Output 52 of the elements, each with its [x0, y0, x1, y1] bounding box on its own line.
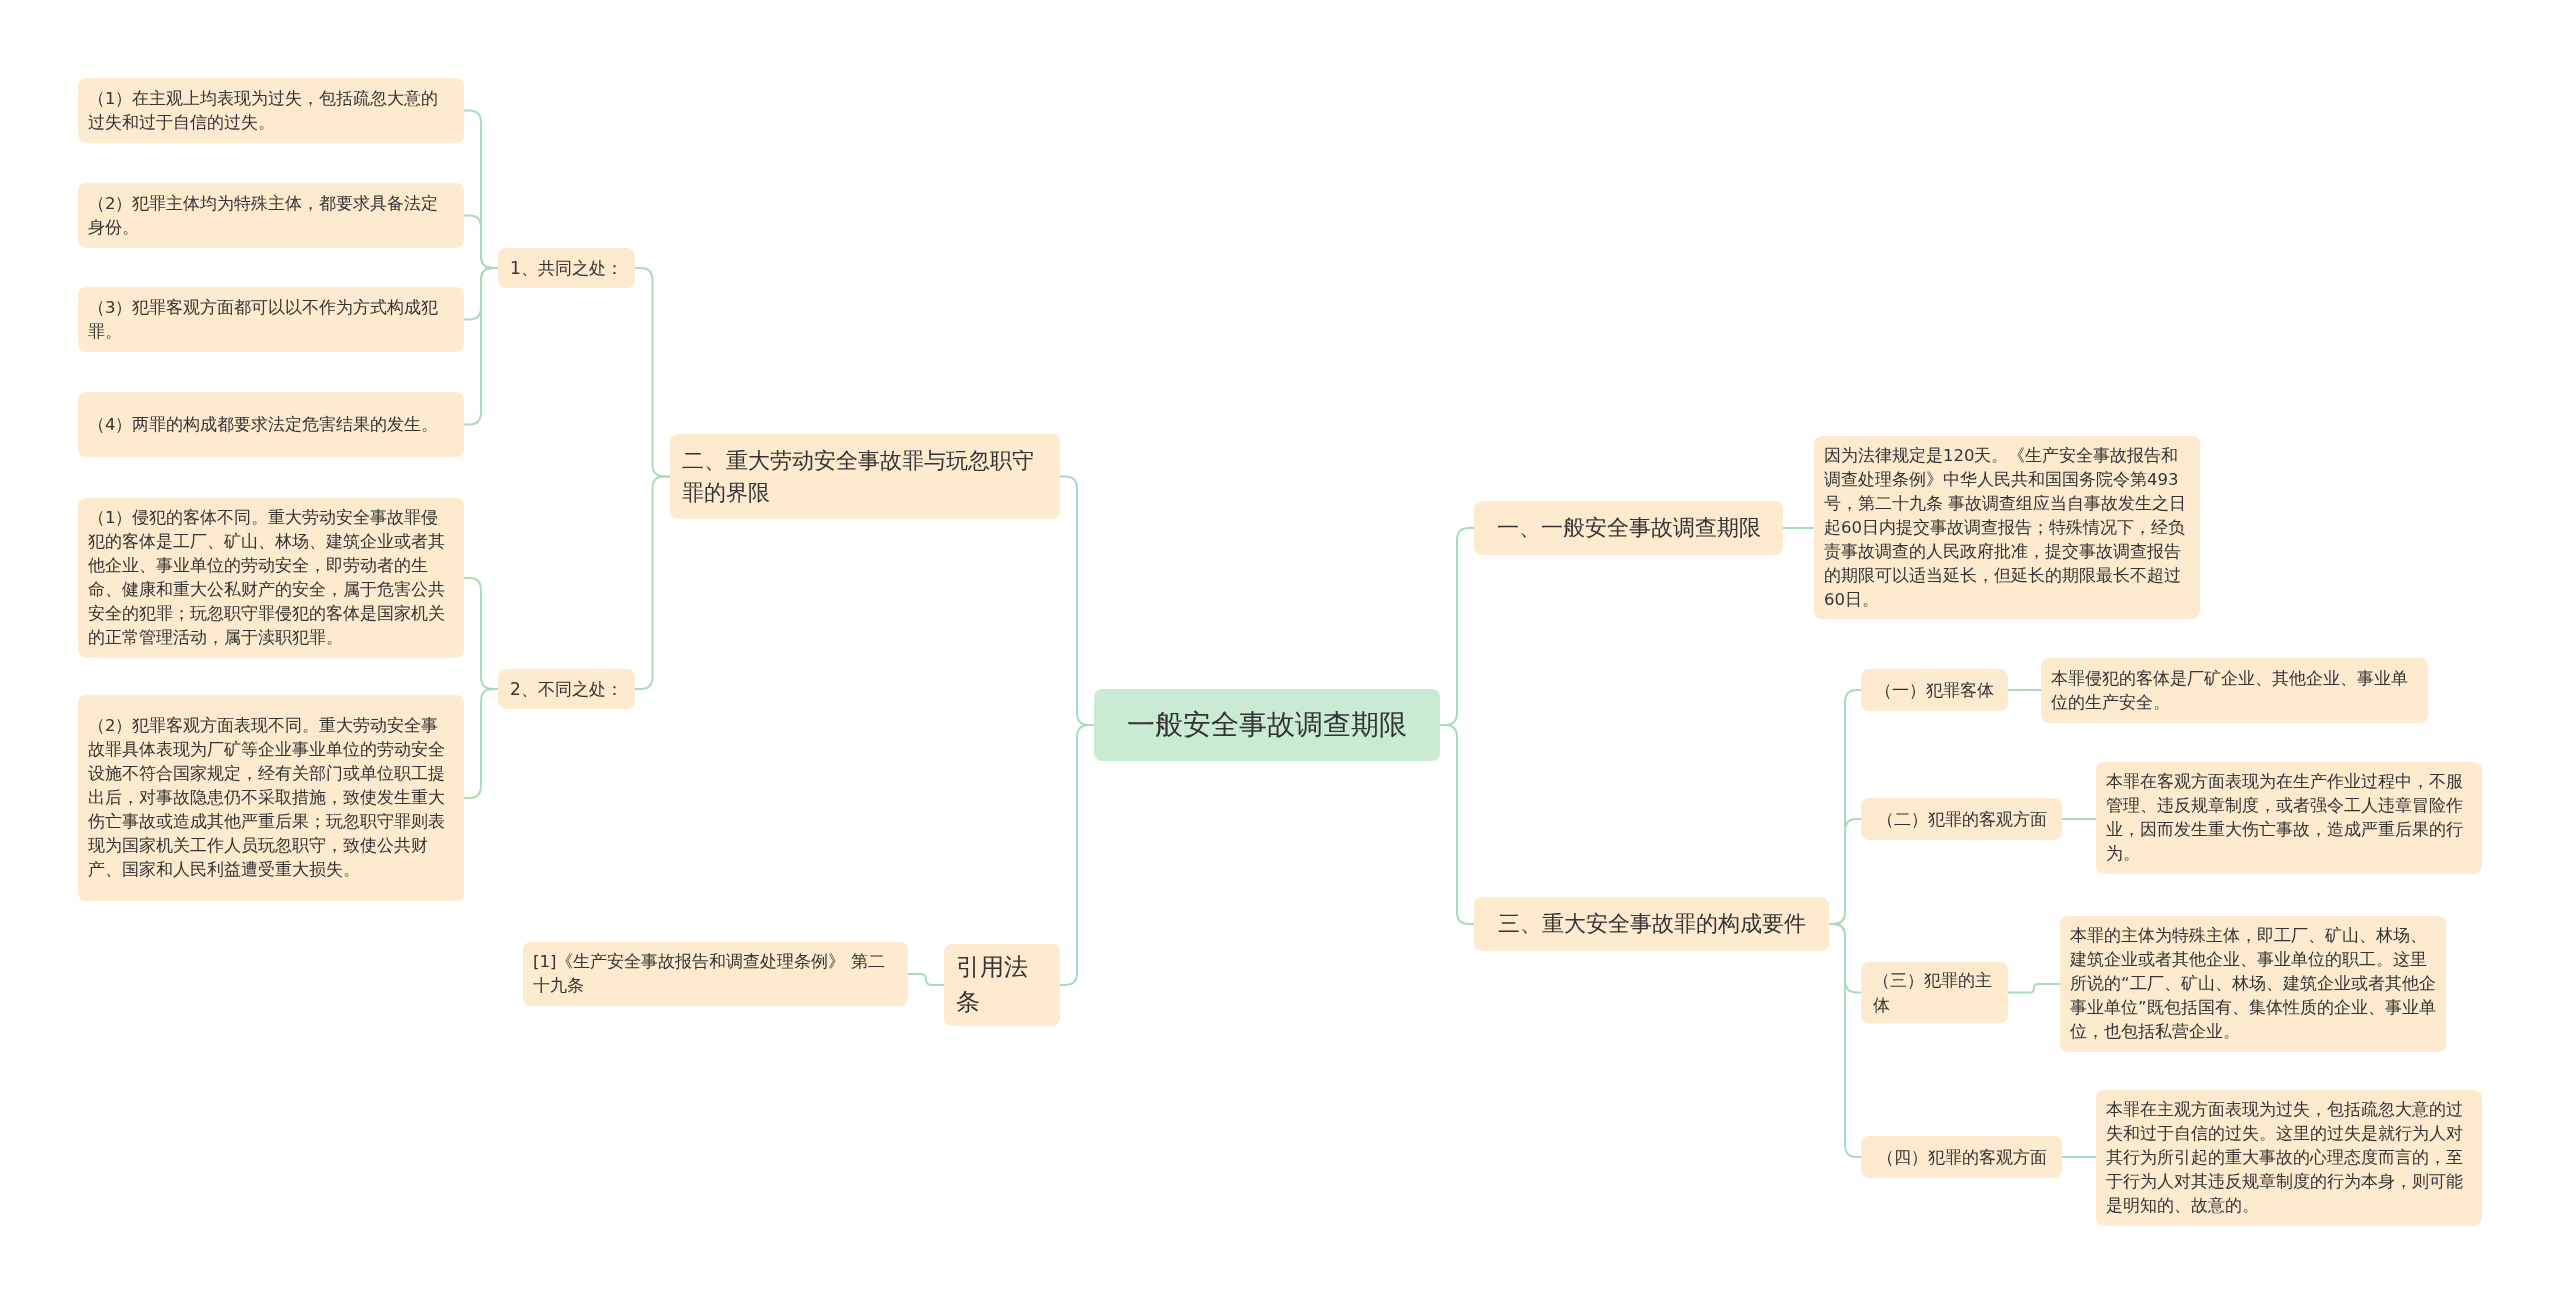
topic-text: （三）犯罪的主体 — [1873, 969, 1993, 1017]
topic-text: （二）犯罪的客观方面 — [1876, 807, 2047, 831]
topic-text: 本罪的主体为特殊主体，即工厂、矿山、林场、建筑企业或者其他企业、事业单位的职工。这里所说的“工厂、矿山、林场、建筑企业或者其他企事业单位”既包括国有、集体性质的企业、事业单位，也包括私营企业。 — [2070, 925, 2436, 1043]
note-card — [523, 942, 908, 1006]
topic-box — [1861, 1136, 2062, 1178]
topic-text: 本罪在主观方面表现为过失，包括疏忽大意的过失和过于自信的过失。这里的过失是就行为人对其行为所引起的重大事故的心理态度而言的，至于行为人对其违反规章制度的行为本身，则可能是明知的、故意的。 — [2106, 1099, 2464, 1217]
topic-text: [1]《生产安全事故报告和调查处理条例》 第二十九条 — [533, 951, 886, 997]
note-card — [78, 392, 464, 457]
topic-text: （1）在主观上均表现为过失，包括疏忽大意的过失和过于自信的过失。 — [88, 87, 440, 134]
topic-box — [498, 669, 635, 709]
topic-text: 本罪侵犯的客体是厂矿企业、其他企业、事业单位的生产安全。 — [2051, 667, 2409, 714]
connector-line — [2061, 818, 2097, 820]
note-card — [2060, 916, 2446, 1052]
topic-text: （2）犯罪客观方面表现不同。重大劳动安全事故罪具体表现为厂矿等企业事业单位的劳动安全设施不符合国家规定，经有关部门或单位职工提出后，对事故隐患仍不采取措施，致使发生重大伤亡事故或造成其他严重后果；玩忽职守罪则表现为国家机关工作人员玩忽职守，致使公共财产、国家和人民利益遭受重大损失。 — [88, 715, 446, 881]
connector-line — [2061, 1156, 2097, 1158]
connector-line — [2007, 983, 2061, 994]
note-card — [2041, 658, 2428, 723]
topic-text: （4）两罪的构成都要求法定危害结果的发生。 — [88, 413, 439, 436]
topic-text: 三、重大安全事故罪的构成要件 — [1497, 910, 1806, 939]
note-card — [78, 287, 464, 352]
topic-text: 1、共同之处： — [510, 256, 623, 280]
topic-text: 一、一般安全事故调查期限 — [1496, 514, 1761, 543]
topic-text: 本罪在客观方面表现为在生产作业过程中，不服管理、违反规章制度，或者强令工人违章冒险作业，因而发生重大伤亡事故，造成严重后果的行为。 — [2106, 771, 2464, 865]
topic-text: 一般安全事故调查期限 — [1127, 706, 1407, 743]
connector-line — [1059, 724, 1095, 986]
topic-text: （2）犯罪主体均为特殊主体，都要求具备法定身份。 — [88, 192, 440, 239]
note-card — [78, 78, 464, 143]
topic-box — [944, 944, 1060, 1026]
topic-text: （3）犯罪客观方面都可以以不作为方式构成犯罪。 — [88, 296, 440, 343]
topic-text: 二、重大劳动安全事故罪与玩忽职守罪的界限 — [682, 446, 1035, 507]
topic-text: （1）侵犯的客体不同。重大劳动安全事故罪侵犯的客体是工厂、矿山、林场、建筑企业或者其他企业、事业单位的劳动安全，即劳动者的生命、健康和重大公私财产的安全，属于危害公共安全的犯罪；玩忽职守罪侵犯的客体是国家机关的正常管理活动，属于渎职犯罪。 — [88, 507, 446, 649]
topic-text: 引用法条 — [956, 952, 1029, 1018]
topic-box — [1474, 501, 1783, 555]
connector-line — [907, 973, 945, 986]
note-card — [78, 695, 464, 901]
connector-line — [2007, 689, 2042, 691]
note-card — [78, 498, 464, 658]
note-card — [2096, 1090, 2482, 1226]
topic-text: 2、不同之处： — [510, 677, 623, 701]
topic-box — [1474, 897, 1829, 951]
note-card — [78, 183, 464, 248]
topic-box — [1861, 962, 2008, 1024]
topic-box — [1861, 669, 2008, 711]
topic-box — [1861, 798, 2062, 840]
topic-text: （一）犯罪客体 — [1875, 678, 1994, 702]
topic-box — [670, 434, 1060, 519]
topic-box — [498, 248, 635, 288]
topic-text: 因为法律规定是120天。《生产安全事故报告和调查处理条例》中华人民共和国国务院令第493号，第二十九条 事故调查组应当自事故发生之日起60日内提交事故调查报告；特殊情况下，经负责事故调查的人民政府批准，提交事故调查报告的期限可以适当延长，但延长的期限最长不超过60日。 — [1824, 445, 2188, 611]
connector-line — [1782, 527, 1815, 529]
note-card — [2096, 762, 2482, 874]
topic-text: （四）犯罪的客观方面 — [1876, 1145, 2047, 1169]
central-topic — [1094, 689, 1440, 761]
